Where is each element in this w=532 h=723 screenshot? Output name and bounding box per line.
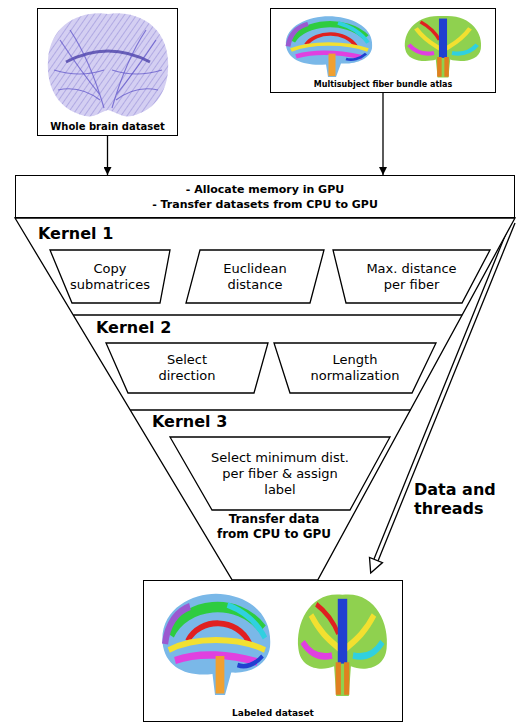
kernel-divider: [130, 409, 410, 410]
labeled-coronal-image: [298, 594, 387, 696]
process-trapezoid: Select minimum dist. per fiber & assign …: [170, 437, 390, 510]
kernel-band: Kernel 2 Select direction Length normaliza…: [73, 315, 462, 410]
process-trapezoid: Euclidean distance: [186, 250, 324, 303]
annotation-label: Data and threads: [414, 480, 514, 518]
label-anchor: Data and threads: [414, 480, 514, 518]
node-text: - Transfer datasets from CPU to GPU: [152, 197, 378, 212]
image-caption: Whole brain dataset: [50, 121, 165, 133]
whole-brain-image: [48, 13, 168, 116]
image-box: Whole brain dataset: [37, 8, 178, 136]
labeled-sagittal-image: [162, 594, 270, 695]
kernel-divider: [73, 314, 462, 315]
trapezoid-polygon: [50, 250, 170, 303]
flow-arrow: [107, 136, 108, 175]
process-trapezoid: Select direction: [106, 343, 268, 393]
kernel-band: Kernel 1 Copy submatrices Euclidean distan…: [15, 218, 515, 315]
flow-arrow: [382, 93, 383, 175]
kernel-title: Kernel 1: [38, 224, 113, 243]
image-box: Labeled dataset: [143, 580, 403, 722]
funnel-shape: Transfer data from CPU to GPU Kernel 1 Cop…: [15, 218, 515, 580]
trapezoid-polygon: [274, 343, 436, 393]
kernel-title: Kernel 3: [152, 412, 227, 431]
node-text: Euclidean distance: [207, 261, 303, 293]
process-trapezoid: Length normalization: [274, 343, 436, 393]
atlas-sagittal-image: [286, 16, 372, 77]
image-box: Multisubject fiber bundle atlas: [270, 8, 496, 93]
image-caption: Labeled dataset: [232, 708, 314, 719]
process-box: - Allocate memory in GPU- Transfer datas…: [15, 175, 515, 218]
trapezoid-polygon: [170, 437, 390, 510]
node-text: Select direction: [142, 352, 232, 384]
funnel-polygon: [15, 218, 515, 580]
image-caption: Multisubject fiber bundle atlas: [314, 80, 452, 90]
process-trapezoid: Max. distance per fiber: [333, 250, 490, 303]
node-text: Transfer data from CPU to GPU: [212, 512, 336, 542]
node-text: Max. distance per fiber: [357, 261, 467, 293]
process-trapezoid: Copy submatrices: [50, 250, 170, 303]
trapezoid-polygon: [186, 250, 324, 303]
kernel-title: Kernel 2: [96, 318, 171, 337]
atlas-coronal-image: [405, 16, 481, 78]
kernel-band: Kernel 3 Select minimum dist. per fiber &…: [130, 410, 410, 515]
node-text: - Allocate memory in GPU: [186, 182, 344, 197]
node-text: Length normalization: [300, 352, 410, 384]
node-text: Select minimum dist. per fiber & assign …: [205, 450, 355, 498]
trapezoid-polygon: [106, 343, 268, 393]
node-text: Copy submatrices: [62, 261, 158, 293]
trapezoid-polygon: [333, 250, 490, 303]
